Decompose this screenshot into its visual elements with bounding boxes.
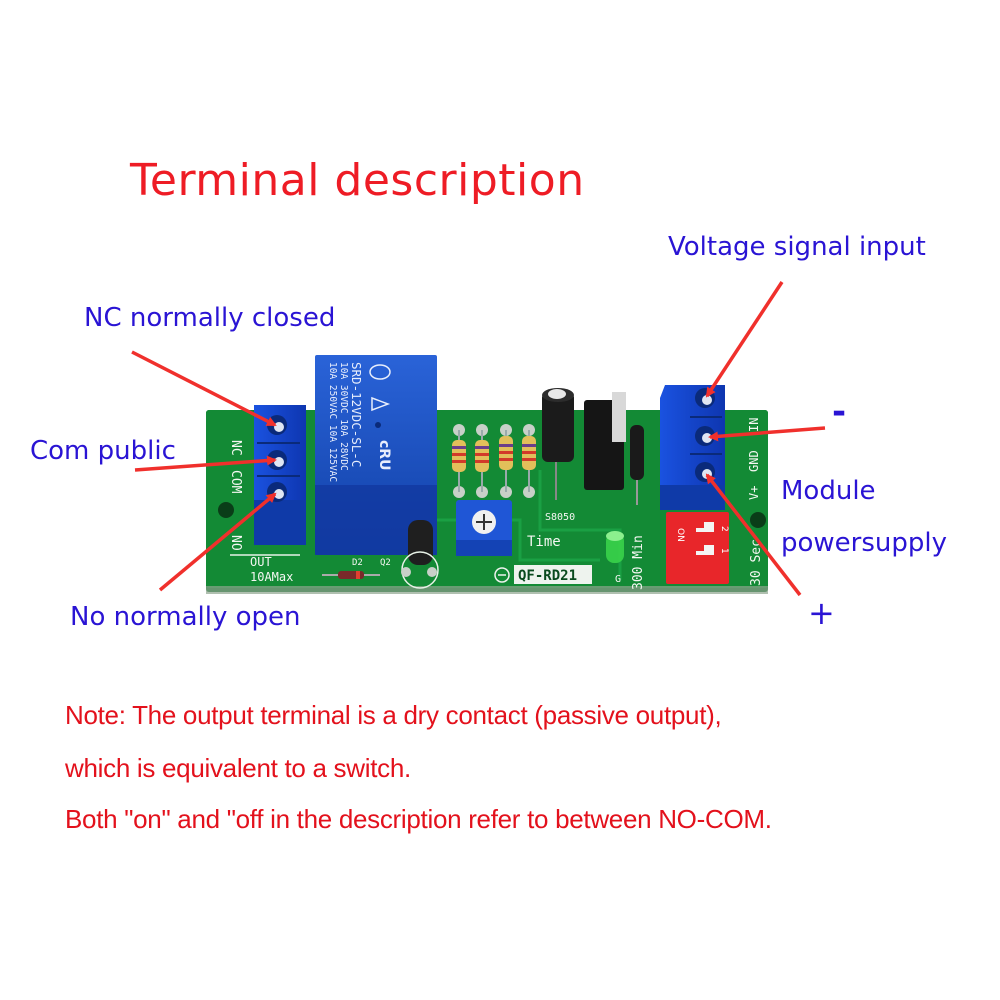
label-plus: + — [808, 594, 835, 632]
silk-time: Time — [527, 534, 561, 550]
silk-s8050: S8050 — [545, 512, 575, 523]
input-terminal-block — [660, 385, 725, 510]
output-terminal-block — [254, 405, 306, 545]
silk-q2: Q2 — [380, 558, 391, 568]
label-module: Module — [781, 476, 876, 506]
svg-text:cRU: cRU — [376, 440, 392, 470]
label-minus: - — [832, 392, 847, 432]
silk-com: COM — [228, 470, 243, 494]
relay: 10A 250VAC 10A 125VAC 10A 30VDC 10A 28VD… — [315, 355, 437, 555]
dip-switch: ON 1 2 — [666, 512, 729, 584]
label-powersupply: powersupply — [781, 528, 948, 558]
arrow-signal-input — [705, 281, 784, 398]
transistor — [401, 520, 439, 589]
arrow-minus — [708, 426, 826, 442]
silk-gnd: GND — [747, 450, 761, 472]
time-potentiometer — [456, 500, 512, 556]
silk-vplus: V+ — [747, 486, 761, 500]
arrow-com — [134, 455, 277, 472]
arrow-nc — [131, 350, 277, 427]
resistors — [452, 424, 536, 498]
relay-text-line1: 10A 250VAC 10A 125VAC — [327, 362, 338, 482]
silk-min: 300 Min — [631, 535, 646, 590]
label-nc: NC normally closed — [84, 303, 336, 333]
page-title: Terminal description — [130, 155, 585, 206]
label-no: No normally open — [70, 602, 301, 632]
note-line-1: Note: The output terminal is a dry conta… — [65, 700, 722, 730]
silk-in: IN — [747, 418, 761, 432]
silk-d2: D2 — [352, 558, 363, 568]
silk-led: G — [615, 574, 621, 585]
dip-sw1-label: 1 — [719, 548, 729, 554]
silk-no: NO — [228, 535, 243, 551]
diode-d2 — [322, 571, 380, 579]
annotation-arrows — [131, 281, 826, 597]
silk-model: QF-RD21 — [518, 568, 577, 584]
status-led — [606, 531, 624, 563]
diode — [630, 425, 644, 505]
relay-text-line2: 10A 30VDC 10A 28VDC — [338, 362, 349, 471]
note-line-3: Both "on" and "off in the description re… — [65, 804, 772, 834]
relay-text-line3: SRD-12VDC-SL-C — [349, 362, 364, 467]
label-signal-input: Voltage signal input — [668, 232, 926, 262]
label-com: Com public — [30, 436, 176, 466]
dip-sw2-label: 2 — [719, 526, 729, 532]
note-line-2: which is equivalent to a switch. — [65, 753, 411, 783]
voltage-regulator — [584, 392, 626, 490]
arrow-no — [158, 492, 277, 592]
silk-out: OUT — [250, 555, 272, 569]
silk-max: 10AMax — [250, 570, 293, 584]
silk-nc: NC — [228, 440, 243, 456]
electrolytic-capacitor — [542, 388, 574, 500]
arrow-plus — [705, 473, 802, 597]
dip-on-label: ON — [675, 528, 685, 542]
silk-sec: 30 Sec — [749, 539, 764, 586]
